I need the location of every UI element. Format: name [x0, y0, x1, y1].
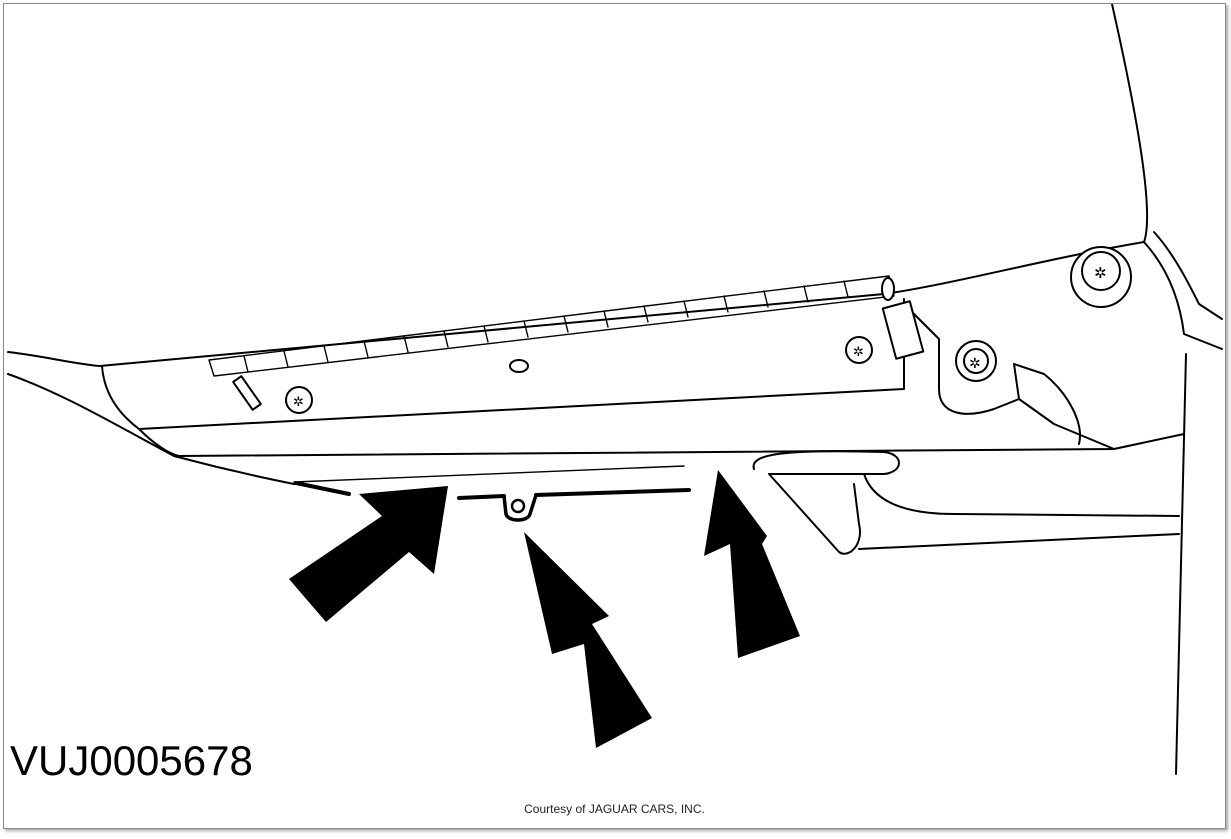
seal-right-segment [534, 488, 691, 497]
svg-text:✲: ✲ [293, 395, 304, 410]
svg-text:✲: ✲ [1094, 264, 1107, 282]
center-hole [509, 359, 529, 373]
seal-left-segment [294, 481, 351, 496]
seal-center-segment [457, 494, 506, 500]
arrow-center [524, 532, 652, 748]
technical-illustration: ✲ ✲ ✲ ✲ [7, 4, 1223, 775]
right-bracket-inner [1013, 363, 1081, 445]
latch-hook [752, 450, 900, 555]
screw-bracket: ✲ [955, 340, 997, 382]
right-lower-trim-2 [858, 533, 1180, 550]
hinge-end-cap [881, 277, 895, 301]
panel-right-edge [1143, 241, 1223, 350]
lid-bottom-edge [138, 428, 1185, 457]
right-bracket [903, 303, 1115, 450]
screw-mid-right: ✲ [845, 336, 873, 364]
glovebox-lid [101, 298, 905, 430]
right-pillar [1175, 353, 1187, 775]
upper-panel-outline [7, 4, 1149, 367]
figure-frame: ✲ ✲ ✲ ✲ [3, 3, 1226, 829]
figure-id-label: VUJ0005678 [10, 737, 253, 784]
right-lower-trim [863, 473, 1180, 517]
panel-right-edge-inner [1153, 231, 1223, 320]
arrow-right [704, 470, 800, 658]
lid-lower-curve [173, 455, 295, 485]
lid-front-face [7, 373, 175, 457]
figure-credit: Courtesy of JAGUAR CARS, INC. [524, 802, 705, 816]
arrow-left [289, 486, 448, 622]
latch-pin [232, 375, 262, 411]
screw-top-right: ✲ [1070, 246, 1132, 308]
hinge-segments [243, 280, 849, 373]
svg-text:✲: ✲ [969, 356, 981, 372]
svg-text:✲: ✲ [853, 345, 864, 360]
clip-center [502, 493, 538, 522]
hinge-strip [208, 275, 895, 377]
screw-left: ✲ [285, 386, 313, 414]
seal-upper-line [293, 465, 685, 483]
hinge-block [881, 300, 925, 360]
